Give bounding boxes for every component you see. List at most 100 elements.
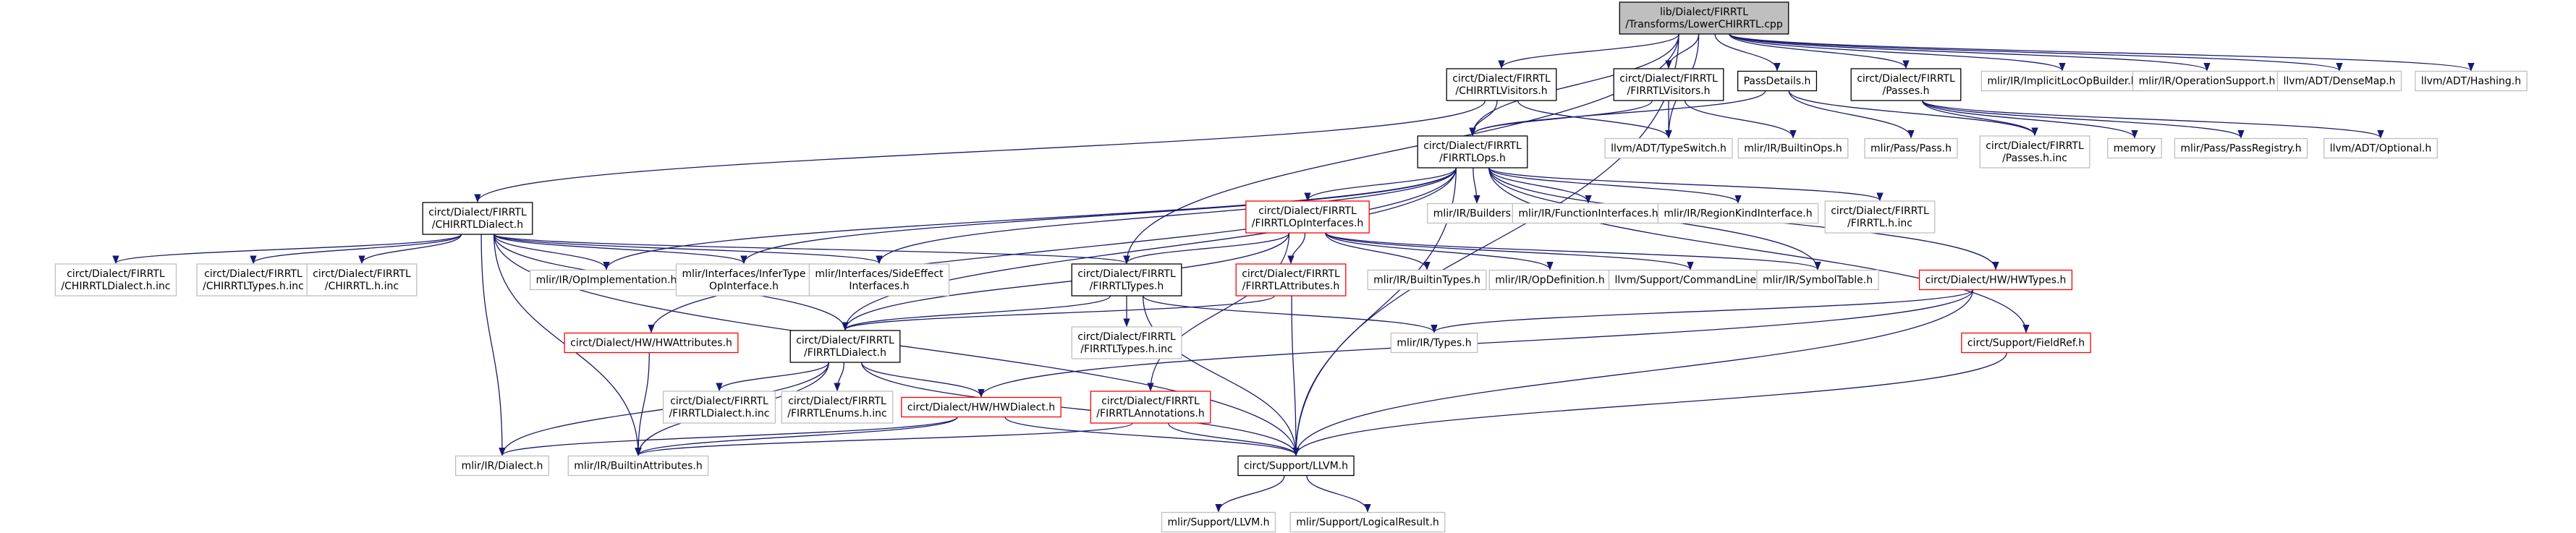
node-hwdialect[interactable]: circt/Dialect/HW/HWDialect.h xyxy=(901,396,1062,418)
node-symboltable: mlir/IR/SymbolTable.h xyxy=(1756,269,1879,291)
edge-passes-to-optional xyxy=(1922,100,2384,139)
node-builtinattributes: mlir/IR/BuiltinAttributes.h xyxy=(567,455,709,477)
edge-chirrtldialect-to-sideeffect xyxy=(493,234,883,265)
node-densemap: llvm/ADT/DenseMap.h xyxy=(2276,70,2402,92)
edge-root-to-firrtlops xyxy=(1469,33,1679,137)
edge-firrtlops-to-regionkind xyxy=(1488,167,1742,204)
node-box xyxy=(306,263,418,297)
node-passdetails[interactable]: PassDetails.h xyxy=(1737,70,1818,92)
node-box xyxy=(2174,137,2308,159)
node-label-line: mlir/IR/FunctionInterfaces.h xyxy=(1518,208,1658,220)
node-typeswitch: llvm/ADT/TypeSwitch.h xyxy=(1604,137,1733,159)
node-box xyxy=(1864,137,1958,159)
edge-chirrtlvisitors-to-chirrtldialect xyxy=(474,100,1486,203)
edge-hwdialect-to-builtinattributes xyxy=(635,417,958,456)
edge-chirrtldialect-to-opimplementation xyxy=(493,234,610,270)
node-firrtlopinterfaces[interactable]: circt/Dialect/FIRRTL/FIRRTLOpInterfaces.… xyxy=(1245,200,1370,234)
node-label-line: mlir/IR/Builders.h xyxy=(1433,208,1521,220)
node-firrtlvisitors[interactable]: circt/Dialect/FIRRTL/FIRRTLVisitors.h xyxy=(1613,68,1724,101)
node-box xyxy=(1446,68,1557,101)
node-firrtldialect[interactable]: circt/Dialect/FIRRTL/FIRRTLDialect.h xyxy=(789,330,901,363)
node-box xyxy=(1961,332,2091,354)
node-box xyxy=(1367,269,1487,291)
node-label-line: circt/Dialect/FIRRTL xyxy=(313,268,411,280)
edge-chirrtlvisitors-to-firrtlops xyxy=(1469,100,1498,137)
edge-firrtlattributes-to-supportllvm xyxy=(1291,295,1300,456)
edge-root-to-opsupport xyxy=(1729,33,2211,72)
edge-root-to-implicitlocop xyxy=(1729,33,2066,72)
node-box xyxy=(1390,332,1478,354)
node-label-line: llvm/ADT/DenseMap.h xyxy=(2283,76,2395,88)
node-label-line: circt/Dialect/FIRRTL xyxy=(670,396,768,407)
edge-firrtlops-to-infertype xyxy=(740,167,1457,265)
edges-layer xyxy=(112,33,2475,513)
node-label-line: /Passes.h.inc xyxy=(2002,153,2067,164)
node-label-line: circt/Dialect/FIRRTL xyxy=(1101,396,1200,407)
node-firrtltypesinc: circt/Dialect/FIRRTL/FIRRTLTypes.h.inc xyxy=(1071,326,1182,359)
node-label-line: /FIRRTL.h.inc xyxy=(1847,218,1912,229)
edge-chirrtldialect-to-chirrtldialectinc xyxy=(112,234,462,265)
node-opsupport: mlir/IR/OperationSupport.h xyxy=(2132,70,2282,92)
node-label-line: /FIRRTLVisitors.h xyxy=(1627,85,1711,97)
node-label-line: llvm/ADT/TypeSwitch.h xyxy=(1611,143,1726,155)
node-box xyxy=(1071,326,1182,359)
node-firrtltypes[interactable]: circt/Dialect/FIRRTL/FIRRTLTypes.h xyxy=(1071,263,1182,297)
node-label-line: circt/Dialect/FIRRTL xyxy=(204,268,302,280)
node-hwtypes[interactable]: circt/Dialect/HW/HWTypes.h xyxy=(1918,269,2073,291)
edge-root-to-densemap xyxy=(1729,33,2343,72)
node-box xyxy=(1824,200,1936,234)
node-typesh: mlir/IR/Types.h xyxy=(1390,332,1478,354)
node-label-line: circt/Dialect/FIRRTL xyxy=(1986,140,2084,152)
edge-root-to-passdetails xyxy=(1714,33,1781,72)
node-label-line: /CHIRRTLDialect.h.inc xyxy=(61,281,170,292)
edge-root-to-firrtlvisitors xyxy=(1665,33,1700,69)
node-box xyxy=(1619,1,1789,35)
edge-chirrtldialect-to-chirrtlhinc xyxy=(358,234,462,265)
node-passes[interactable]: circt/Dialect/FIRRTL/Passes.h xyxy=(1850,68,1962,101)
node-logicalresult: mlir/Support/LogicalResult.h xyxy=(1289,511,1446,533)
node-label-line: /CHIRRTL.h.inc xyxy=(325,281,399,292)
edge-firrtlopinterfaces-to-opdefinition xyxy=(1325,232,1554,270)
node-label-line: mlir/IR/Types.h xyxy=(1397,338,1471,349)
node-passregistry: mlir/Pass/PassRegistry.h xyxy=(2174,137,2308,159)
node-chirrtldialect[interactable]: circt/Dialect/FIRRTL/CHIRRTLDialect.h xyxy=(422,202,533,235)
node-label-line: circt/Dialect/FIRRTL xyxy=(1242,268,1340,280)
edge-firrtldialect-to-hwdialect xyxy=(860,362,985,398)
edge-firrtlops-to-hwattributes xyxy=(648,167,1457,333)
node-firrtlannotations[interactable]: circt/Dialect/FIRRTL/FIRRTLAnnotations.h xyxy=(1090,391,1211,424)
edge-chirrtldialect-to-chirrtltypesinc xyxy=(250,234,462,265)
node-builders: mlir/IR/Builders.h xyxy=(1427,202,1527,224)
edge-firrtlops-to-builders xyxy=(1473,167,1480,204)
node-box xyxy=(1245,200,1370,234)
node-label-line: circt/Dialect/FIRRTL xyxy=(1857,73,1955,85)
node-fieldref[interactable]: circt/Support/FieldRef.h xyxy=(1961,332,2091,354)
edge-hwdialect-to-dialecth xyxy=(499,416,958,456)
node-label-line: mlir/IR/BuiltinTypes.h xyxy=(1373,275,1480,286)
edge-passes-to-passregistry xyxy=(1922,100,2245,139)
node-label-line: /FIRRTLTypes.h.inc xyxy=(1080,344,1172,355)
node-supportllvm[interactable]: circt/Support/LLVM.h xyxy=(1237,455,1355,477)
node-label-line: circt/Dialect/FIRRTL xyxy=(1258,205,1357,217)
node-label-line: circt/Dialect/HW/HWTypes.h xyxy=(1925,275,2067,286)
node-box xyxy=(662,391,776,424)
edge-supportllvm-to-mlirsupportllvm xyxy=(1215,475,1285,513)
node-label-line: mlir/IR/BuiltinOps.h xyxy=(1744,143,1842,155)
node-label-line: /CHIRRTLVisitors.h xyxy=(1455,85,1547,97)
node-functioninterfaces: mlir/IR/FunctionInterfaces.h xyxy=(1512,202,1665,224)
node-label-line: circt/Support/LLVM.h xyxy=(1244,461,1348,472)
node-firrtlattributes[interactable]: circt/Dialect/FIRRTL/FIRRTLAttributes.h xyxy=(1235,263,1347,297)
node-label-line: mlir/IR/RegionKindInterface.h xyxy=(1664,208,1812,220)
node-label-line: Interfaces.h xyxy=(849,281,909,292)
node-firrtlops[interactable]: circt/Dialect/FIRRTL/FIRRTLOps.h xyxy=(1417,135,1528,169)
node-chirrtlvisitors[interactable]: circt/Dialect/FIRRTL/CHIRRTLVisitors.h xyxy=(1446,68,1557,101)
node-firrtlhinc: circt/Dialect/FIRRTL/FIRRTL.h.inc xyxy=(1824,200,1936,234)
node-hwattributes[interactable]: circt/Dialect/HW/HWAttributes.h xyxy=(564,332,739,354)
node-implicitlocop: mlir/IR/ImplicitLocOpBuilder.h xyxy=(1980,70,2144,92)
node-label-line: /FIRRTLOpInterfaces.h xyxy=(1252,218,1363,229)
edge-passdetails-to-firrtlops xyxy=(1469,90,1766,137)
node-label-line: circt/Dialect/FIRRTL xyxy=(1077,268,1176,280)
node-label-line: mlir/IR/ImplicitLocOpBuilder.h xyxy=(1987,76,2137,88)
node-label-line: memory xyxy=(2114,143,2156,155)
node-builtinops: mlir/IR/BuiltinOps.h xyxy=(1737,137,1849,159)
node-label-line: mlir/IR/SymbolTable.h xyxy=(1763,275,1873,286)
